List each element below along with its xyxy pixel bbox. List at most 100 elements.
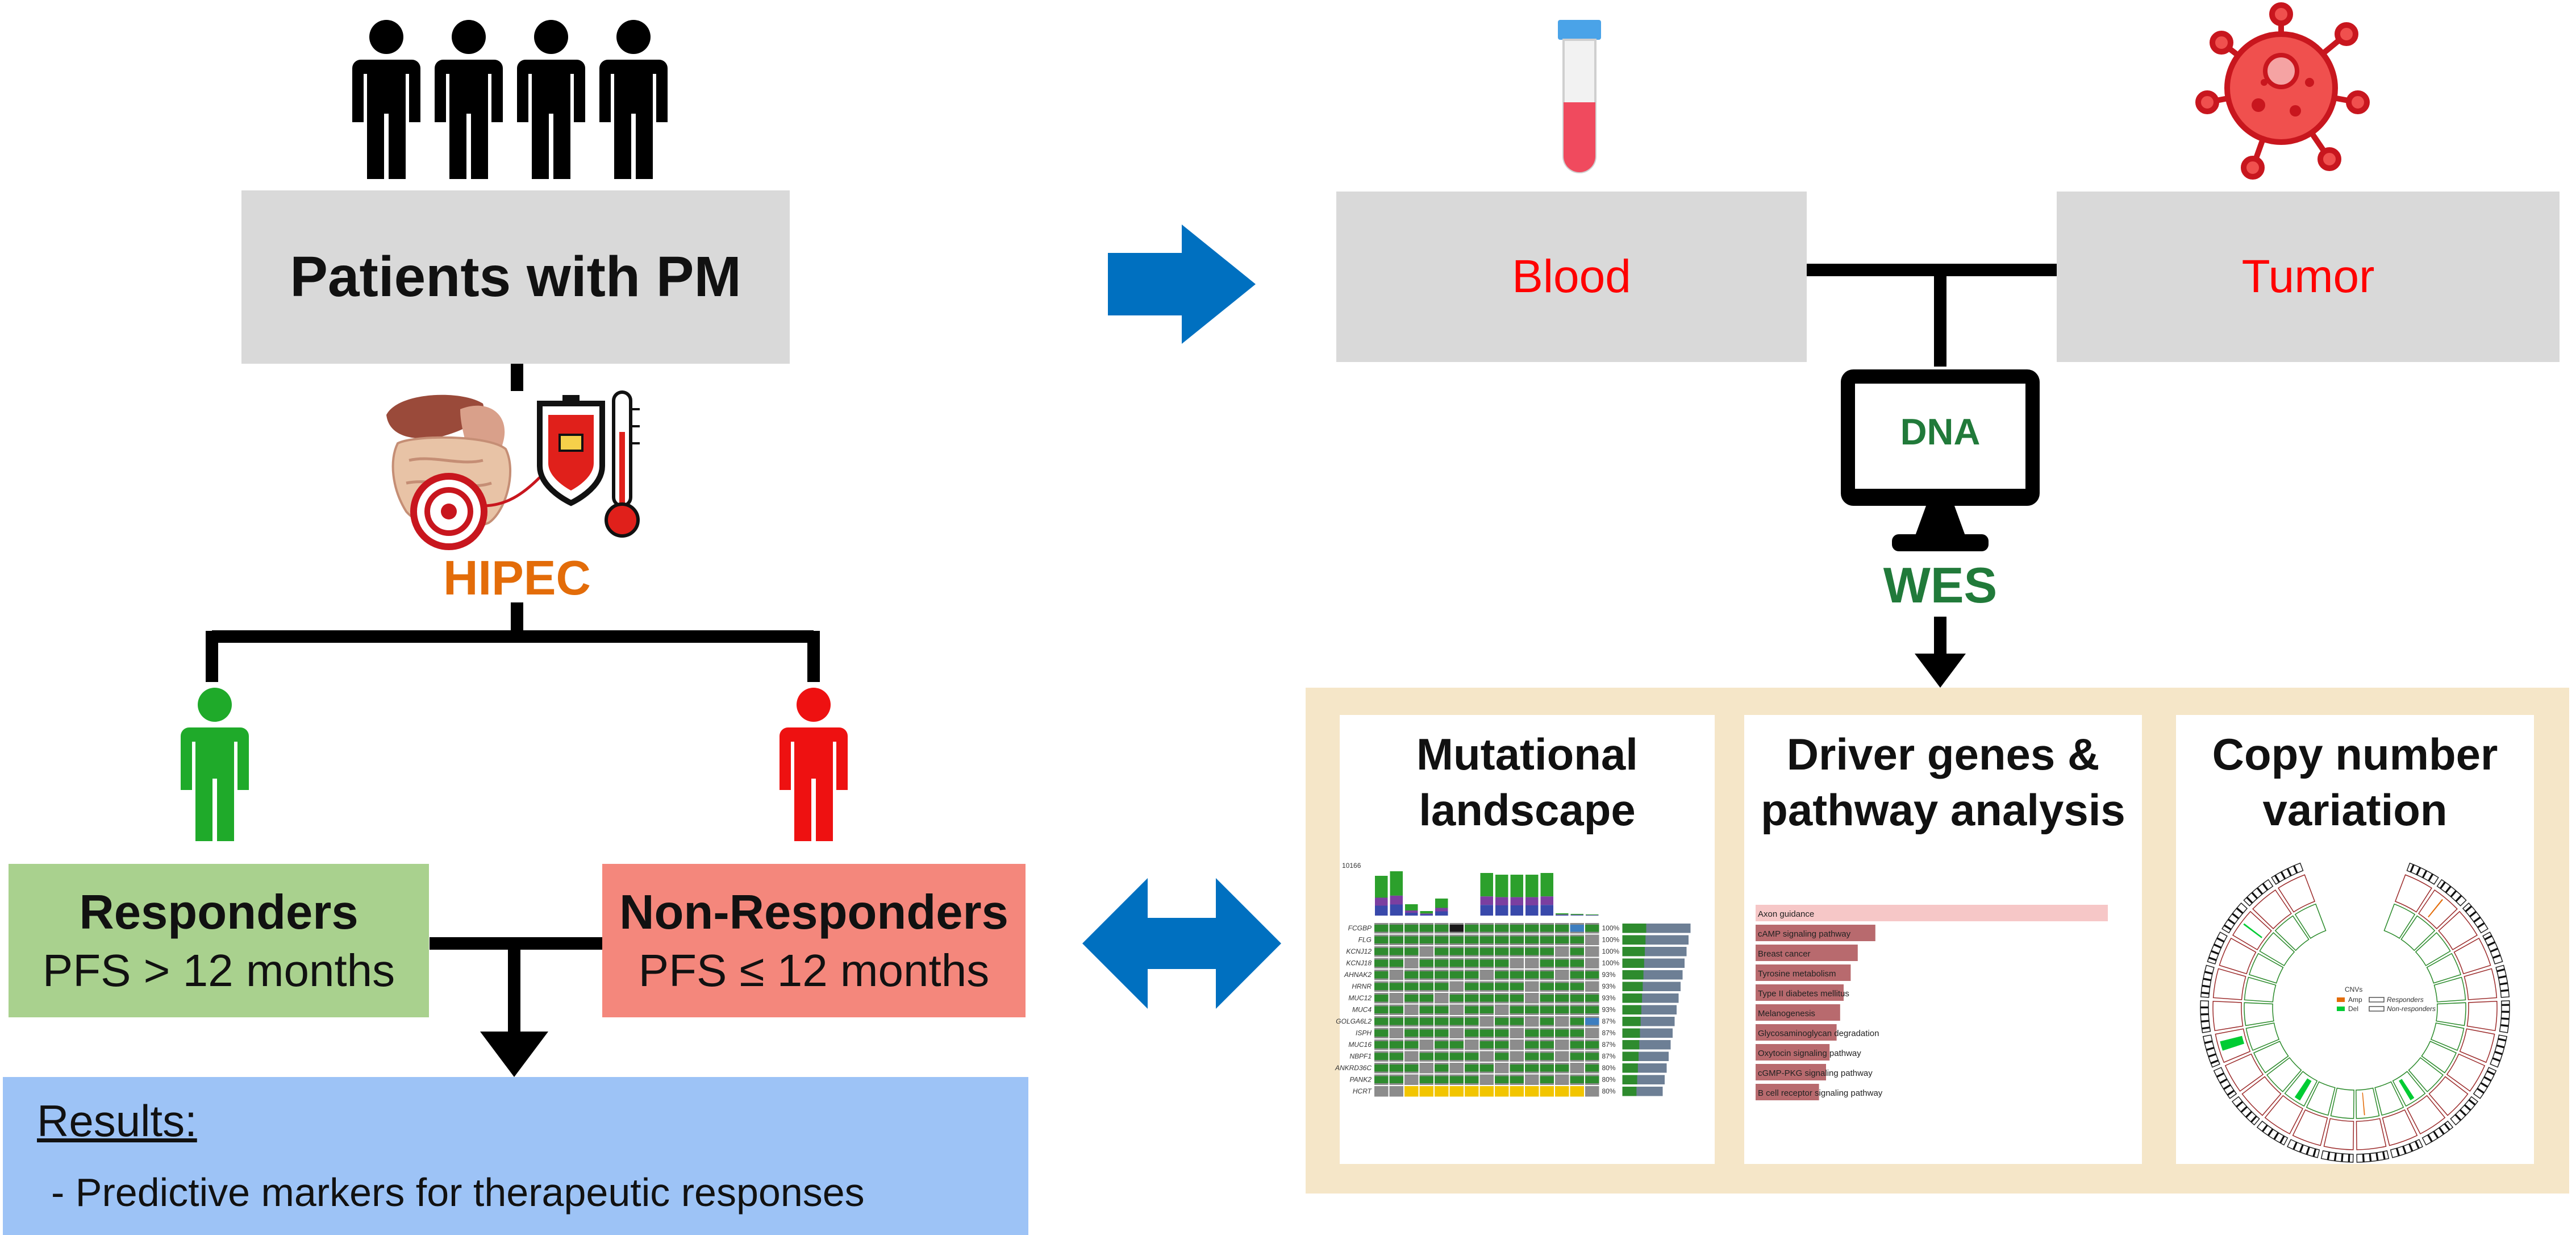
legend-amp: Amp [2348,996,2362,1004]
gene-freq-bar [1622,1017,1641,1026]
onco-mut [1540,1086,1554,1097]
gene-label: MUC12 [1348,994,1372,1002]
track-responders [2464,968,2498,1000]
onco-mut [1449,1086,1464,1097]
chromosome-stripe [2483,1076,2492,1082]
onco-mut [1555,925,1569,932]
blood-box: Blood [1336,192,1807,362]
top-bar [1510,905,1523,916]
onco-mut [1570,1053,1584,1060]
onco-cell [1525,981,1539,992]
chromosome-stripe [2256,887,2264,895]
onco-mut [1555,1006,1569,1013]
onco-mut [1540,1076,1554,1083]
gene-percent: 93% [1602,971,1616,979]
track-non-responders [2430,1022,2465,1051]
chromosome-stripe [2484,935,2492,941]
onco-cell [1555,1016,1569,1027]
pathway-label: Oxytocin signaling pathway [1758,1049,1861,1058]
onco-mut [1585,925,1599,932]
chromosome-stripe [2211,950,2219,955]
track-responders [2212,1000,2244,1032]
onco-cell [1389,1028,1403,1038]
top-bar [1510,897,1523,905]
chromosome-stripe [2468,1099,2476,1106]
pathway-label: Tyrosine metabolism [1758,969,1836,979]
onco-mut [1525,1029,1539,1037]
dna-label: DNA [1900,411,1981,452]
onco-cell [1479,970,1494,980]
onco-cell [1525,958,1539,968]
responders-title: Responders [79,885,359,939]
chromosome-stripe [2246,896,2253,904]
chromosome-stripe [2427,1134,2433,1142]
chromosome-stripe [2500,989,2509,992]
chromosome-stripe [2496,968,2505,972]
onco-mut [1465,936,1479,943]
chromosome-stripe [2348,1154,2350,1162]
onco-mut [1404,1064,1419,1072]
circos-legend: CNVs Amp Del Responders Non-responders [2337,985,2436,1013]
onco-mut [1449,1018,1464,1025]
cnv-mark [2220,1036,2245,1051]
legend-title: CNVs [2345,985,2362,993]
onco-cell [1404,1051,1419,1062]
onco-cell [1585,981,1599,992]
onco-mut [1510,925,1524,932]
onco-mut [1540,1018,1554,1025]
track-responders [2394,874,2432,913]
chromosome-stripe [2486,1070,2495,1076]
gene-freq-bar [1622,1063,1638,1073]
chromosome-stripe [2204,1040,2213,1044]
onco-mut [1374,1076,1389,1083]
del-swatch [2337,1007,2345,1011]
top-bar [1556,913,1569,915]
onco-cell [1495,1004,1509,1015]
onco-mut [1465,971,1479,979]
chromosome-stripe [2341,1153,2344,1162]
onco-mut [1419,936,1433,943]
track-non-responders [2274,915,2310,951]
liver-icon [386,394,484,439]
top-bar [1420,913,1433,914]
onco-cell [1555,1051,1569,1062]
track-non-responders [2433,976,2466,1003]
onco-mut [1479,1006,1494,1013]
chromosome-stripe [2487,941,2496,947]
onco-cell [1449,1063,1464,1074]
chromosome-stripe [2240,1106,2248,1113]
track-non-responders [2356,1087,2380,1119]
gene-percent: 87% [1602,1053,1616,1061]
onco-mut [1540,925,1554,932]
legend-responders: Responders [2387,996,2424,1004]
onco-mut [1479,948,1494,955]
onco-mut [1435,1029,1449,1037]
onco-cell [1555,1039,1569,1050]
gene-freq-bar [1622,1087,1637,1096]
driver-pathway-panel: Driver genes & pathway analysis Axon gui… [1744,715,2142,1164]
top-bar [1480,873,1493,897]
tumor-cell-icon [2195,2,2370,180]
top-bar [1495,905,1508,916]
pathway-bar [1756,1064,1826,1080]
track-non-responders [2415,932,2451,967]
onco-mut [1419,1029,1433,1037]
onco-mut [1585,995,1599,1002]
flow-arrow-double [1082,878,1281,1009]
chromosome-stripe [2501,1011,2510,1013]
onco-mut [1495,959,1509,967]
cnv-circos-plot: CNVs Amp Del Responders Non-responders [2200,862,2510,1163]
gene-freq-bar [1622,947,1645,957]
chromosome-stripe [2274,875,2281,883]
track-responders [2252,889,2292,930]
pathway-bar [1756,964,1851,981]
blood-label: Blood [1512,251,1631,302]
onco-mut [1389,948,1403,955]
results-item: - Predictive markers for therapeutic res… [51,1170,865,1215]
track-non-responders [2374,1081,2404,1116]
chromosome-stripe [2250,1115,2257,1123]
non-responders-subtitle: PFS ≤ 12 months [638,945,990,996]
top-bar [1525,897,1539,905]
onco-cell [1570,1063,1584,1074]
